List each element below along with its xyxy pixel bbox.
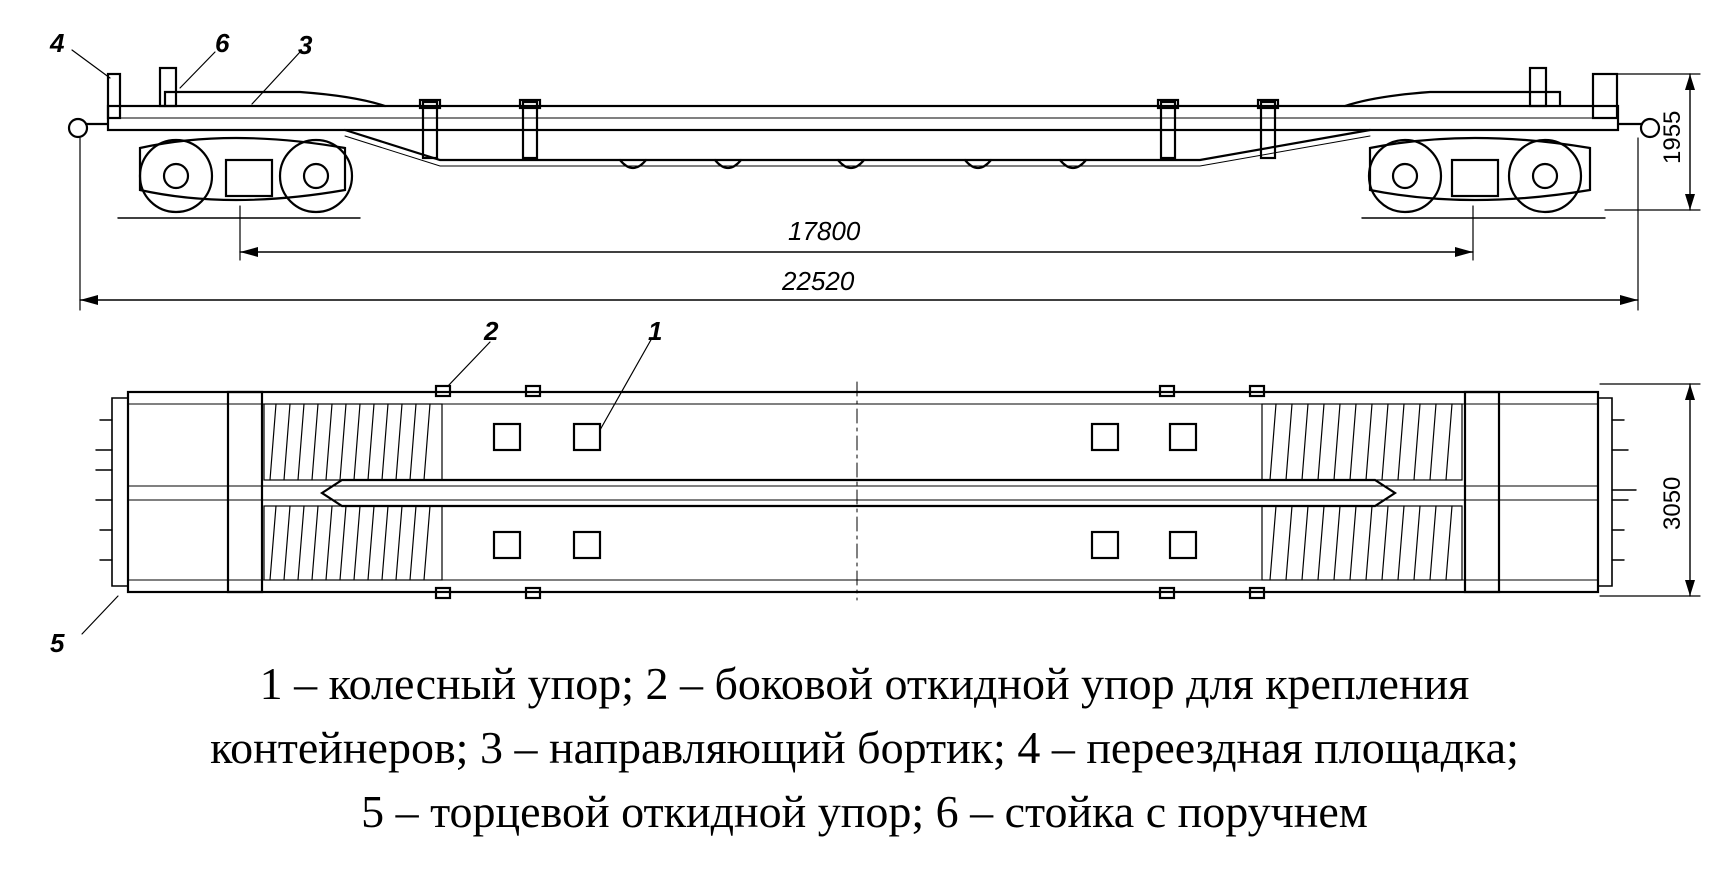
dim-17800-label: 17800 [788,216,861,246]
caption-line-2: контейнеров; 3 – направляющий бортик; 4 … [210,722,1519,773]
side-view [67,49,1701,311]
top-deck-outline [126,390,1600,594]
figure-caption: 1 – колесный упор; 2 – боковой откидной … [0,652,1729,844]
callout-4: 4 [49,28,65,58]
center-sill [343,128,1372,162]
top-view [81,337,1701,635]
dim-1955-label: 1955 [1659,111,1686,164]
dim-3050-label: 3050 [1659,477,1686,530]
wheel-stops [492,422,1198,560]
callout-5: 5 [50,628,65,658]
hatched-panels [263,403,1463,581]
left-bogie [117,136,361,219]
right-bogie [1361,136,1606,219]
callout-2: 2 [483,316,499,346]
caption-line-3: 5 – торцевой откидной упор; 6 – стойка с… [361,786,1368,837]
caption-line-1: 1 – колесный упор; 2 – боковой откидной … [259,658,1470,709]
callout-6: 6 [215,28,230,58]
dim-22520-label: 22520 [781,266,855,296]
callout-3: 3 [298,30,313,60]
callout-1: 1 [648,316,662,346]
